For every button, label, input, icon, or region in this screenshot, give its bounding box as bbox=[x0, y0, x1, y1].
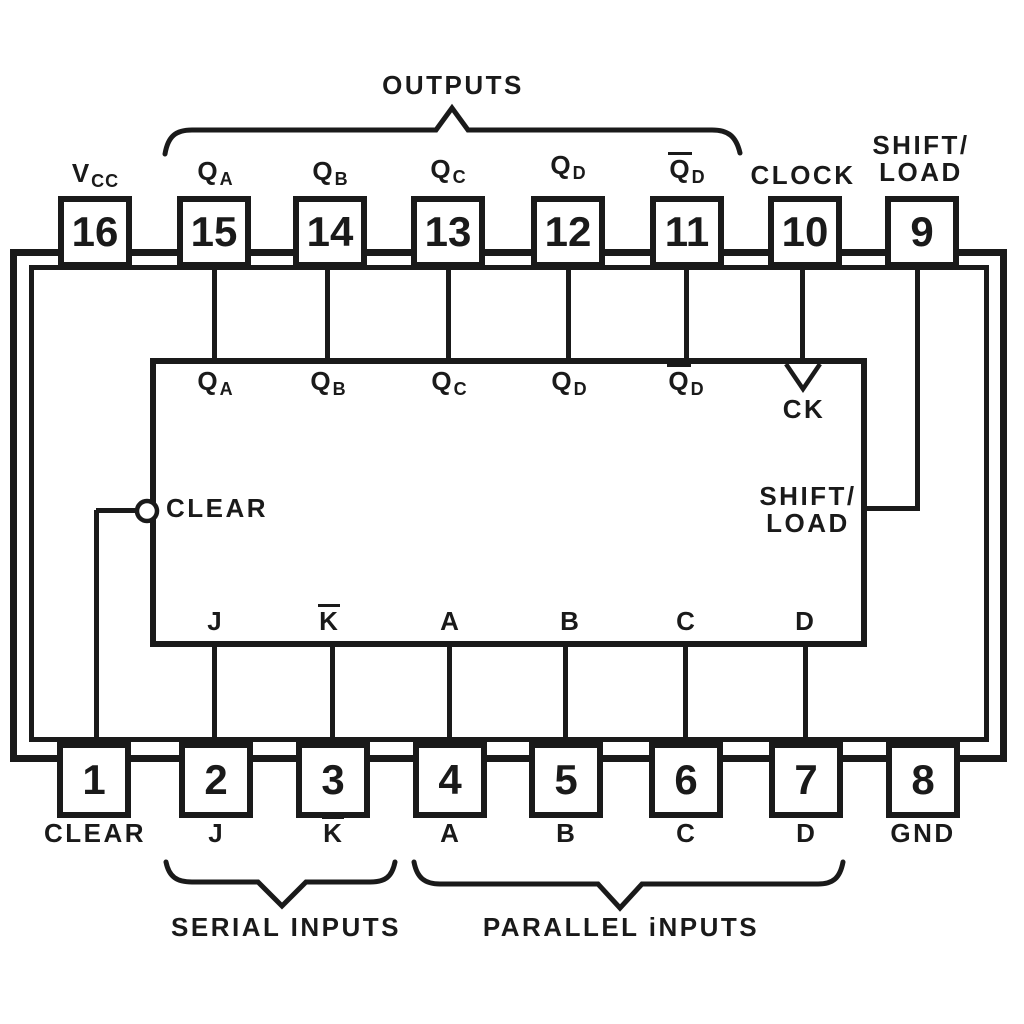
block-label-a: A bbox=[440, 606, 460, 636]
wire-qa bbox=[212, 268, 217, 360]
block-label-b: B bbox=[560, 606, 580, 636]
pin-box-14: 14 bbox=[293, 196, 367, 268]
block-label-shift-load: SHIFT/ LOAD bbox=[759, 481, 857, 539]
pin-box-16: 16 bbox=[58, 196, 132, 268]
serial-inputs-group-label: SERIAL INPUTS bbox=[171, 912, 401, 942]
pin-label-clear: CLEAR bbox=[43, 818, 147, 848]
pin-box-4: 4 bbox=[413, 742, 487, 818]
wire-shift-load-vertical bbox=[915, 268, 920, 511]
pin-label-j: J bbox=[208, 818, 224, 848]
pin-box-6: 6 bbox=[649, 742, 723, 818]
pin-number-2: 2 bbox=[204, 756, 228, 803]
pin-label-d: D bbox=[796, 818, 816, 848]
pin-label-k-bar: K bbox=[322, 815, 344, 848]
pin-number-1: 1 bbox=[82, 756, 106, 803]
wire-j bbox=[212, 645, 217, 742]
package-outline-inner bbox=[29, 265, 989, 742]
pin-number-13: 13 bbox=[424, 208, 472, 255]
pin-number-4: 4 bbox=[438, 756, 462, 803]
wire-qb bbox=[325, 268, 330, 360]
wire-b bbox=[563, 645, 568, 742]
pin-number-10: 10 bbox=[781, 208, 829, 255]
pin-label-shift-load: SHIFT/ LOAD bbox=[872, 130, 970, 188]
pin-label-qa: QA bbox=[197, 156, 234, 189]
wire-qc bbox=[446, 268, 451, 360]
pin-box-3: 3 bbox=[296, 742, 370, 818]
pin-label-b: B bbox=[556, 818, 576, 848]
parallel-inputs-brace-icon bbox=[411, 859, 846, 912]
wire-k-bar bbox=[330, 645, 335, 742]
parallel-inputs-group-label: PARALLEL iNPUTS bbox=[482, 912, 760, 942]
pin-label-qd-bar: QD bbox=[668, 151, 706, 187]
pin-number-7: 7 bbox=[794, 756, 818, 803]
block-label-d: D bbox=[795, 606, 815, 636]
block-label-qd: QD bbox=[551, 366, 588, 399]
wire-qd bbox=[566, 268, 571, 360]
package-outline-outer bbox=[10, 249, 1007, 762]
pin-number-11: 11 bbox=[664, 208, 710, 255]
pin-number-6: 6 bbox=[674, 756, 698, 803]
outputs-brace-icon bbox=[162, 103, 743, 157]
pin-label-qc: QC bbox=[430, 154, 467, 187]
wire-a bbox=[447, 645, 452, 742]
block-label-qa: QA bbox=[197, 366, 234, 399]
pin-label-clock: CLOCK bbox=[750, 160, 856, 190]
pin-label-qd: QD bbox=[550, 150, 587, 183]
pin-label-c: C bbox=[676, 818, 696, 848]
pin-label-a: A bbox=[440, 818, 460, 848]
block-label-clear: CLEAR bbox=[166, 493, 269, 523]
wire-clear-horizontal bbox=[96, 508, 136, 513]
pin-box-9: 9 bbox=[885, 196, 959, 268]
pin-number-8: 8 bbox=[911, 756, 935, 803]
pin-number-15: 15 bbox=[190, 208, 238, 255]
block-label-qc: QC bbox=[431, 366, 468, 399]
wire-c bbox=[683, 645, 688, 742]
pin-number-16: 16 bbox=[71, 208, 119, 255]
pin-number-5: 5 bbox=[554, 756, 578, 803]
wire-clear-vertical bbox=[94, 510, 99, 742]
pin-box-12: 12 bbox=[531, 196, 605, 268]
pin-label-qb: QB bbox=[312, 156, 349, 189]
block-label-c: C bbox=[676, 606, 696, 636]
wire-d bbox=[803, 645, 808, 742]
block-label-qb: QB bbox=[310, 366, 347, 399]
wire-shift-load-horizontal bbox=[864, 506, 918, 511]
pin-box-13: 13 bbox=[411, 196, 485, 268]
pin-number-12: 12 bbox=[544, 208, 592, 255]
pin-box-11: 11 bbox=[650, 196, 724, 268]
pin-box-15: 15 bbox=[177, 196, 251, 268]
block-label-k-bar: K bbox=[318, 603, 340, 636]
pin-number-3: 3 bbox=[321, 756, 345, 803]
pin-label-gnd: GND bbox=[890, 818, 956, 848]
wire-qd-bar bbox=[684, 268, 689, 360]
pin-box-5: 5 bbox=[529, 742, 603, 818]
outputs-group-label: OUTPUTS bbox=[382, 70, 524, 100]
block-label-j: J bbox=[207, 606, 223, 636]
pin-box-8: 8 bbox=[886, 742, 960, 818]
pin-box-2: 2 bbox=[179, 742, 253, 818]
pin-number-9: 9 bbox=[910, 208, 934, 255]
block-label-ck: CK bbox=[782, 394, 826, 424]
pin-box-7: 7 bbox=[769, 742, 843, 818]
pin-number-14: 14 bbox=[306, 208, 354, 255]
wire-clock bbox=[800, 268, 805, 364]
pin-label-vcc: VCC bbox=[71, 158, 120, 191]
function-block bbox=[150, 358, 867, 647]
pin-box-1: 1 bbox=[57, 742, 131, 818]
pin-box-10: 10 bbox=[768, 196, 842, 268]
block-label-qd-bar: QD bbox=[667, 363, 705, 399]
serial-inputs-brace-icon bbox=[163, 859, 398, 910]
